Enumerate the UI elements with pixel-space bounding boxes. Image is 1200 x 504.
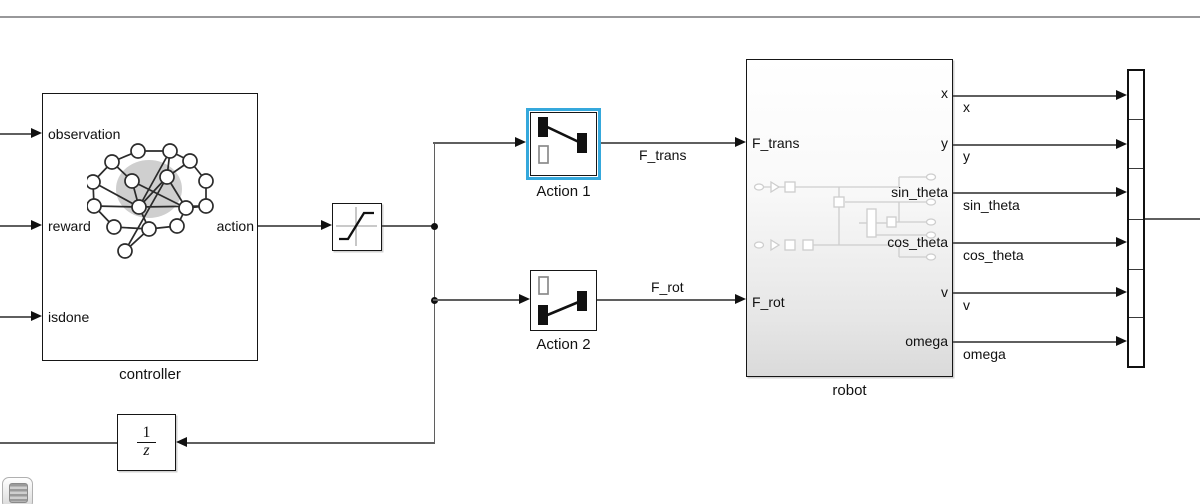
robot-block[interactable]	[746, 59, 953, 377]
robot-port-v: v	[941, 284, 948, 300]
unit-delay-block[interactable]: 1 z	[117, 414, 176, 471]
signal-label-y[interactable]: y	[963, 148, 970, 164]
robot-port-sin-theta: sin_theta	[891, 184, 948, 200]
unit-delay-numerator: 1	[142, 424, 151, 442]
wire-delay-out[interactable]	[0, 442, 117, 444]
robot-port-cos-theta: cos_theta	[887, 234, 948, 250]
wire-v[interactable]	[953, 292, 1117, 294]
saturation-icon	[336, 207, 377, 246]
arrowhead	[1116, 187, 1127, 197]
signal-label-cos-theta[interactable]: cos_theta	[963, 247, 1024, 263]
arrowhead	[31, 220, 42, 230]
controller-block[interactable]	[42, 93, 258, 361]
mux-divider	[1129, 119, 1143, 121]
manual-switch-up-icon	[538, 117, 587, 164]
port-label-action: action	[216, 218, 254, 234]
wire-x[interactable]	[953, 95, 1117, 97]
wire-f-rot[interactable]	[597, 299, 736, 301]
arrowhead	[515, 137, 526, 147]
wire-omega[interactable]	[953, 341, 1117, 343]
saturation-block[interactable]	[332, 203, 382, 251]
arrowhead	[1116, 287, 1127, 297]
action2-block[interactable]	[530, 270, 597, 331]
content-badge-icon[interactable]	[2, 477, 33, 504]
wire-action[interactable]	[258, 225, 323, 227]
mux-divider	[1129, 168, 1143, 170]
wire-observation[interactable]	[0, 133, 33, 135]
robot-port-f-rot: F_rot	[752, 294, 785, 310]
port-label-reward: reward	[48, 218, 91, 234]
arrowhead	[31, 311, 42, 321]
signal-label-x[interactable]: x	[963, 99, 970, 115]
port-label-isdone: isdone	[48, 309, 90, 325]
wire-isdone[interactable]	[0, 316, 33, 318]
wire-saturation-out[interactable]	[382, 225, 435, 227]
signal-label-f-rot[interactable]: F_rot	[651, 279, 684, 295]
unit-delay-icon: 1 z	[118, 415, 175, 470]
wire-feedback[interactable]	[187, 442, 435, 444]
robot-port-y: y	[941, 135, 948, 151]
mux-divider	[1129, 269, 1143, 271]
arrowhead	[519, 294, 530, 304]
signal-label-sin-theta[interactable]: sin_theta	[963, 197, 1020, 213]
arrowhead	[1116, 237, 1127, 247]
mux-divider	[1129, 219, 1143, 221]
arrowhead	[735, 137, 746, 147]
branch-point	[431, 222, 438, 230]
wire-mux-out[interactable]	[1145, 218, 1200, 220]
brain-icon	[87, 143, 214, 259]
port-label-observation: observation	[48, 126, 121, 142]
action2-name[interactable]: Action 2	[536, 336, 591, 353]
wire-reward[interactable]	[0, 225, 33, 227]
wire-branch-vertical[interactable]	[433, 143, 435, 443]
arrowhead	[31, 128, 42, 138]
action1-block[interactable]	[530, 112, 597, 176]
arrowhead	[1116, 90, 1127, 100]
signal-label-v[interactable]: v	[963, 297, 970, 313]
manual-switch-down-icon	[538, 276, 587, 325]
arrowhead	[735, 294, 746, 304]
wire-sin-theta[interactable]	[953, 192, 1117, 194]
signal-label-f-trans[interactable]: F_trans	[639, 147, 687, 163]
arrowhead	[1116, 139, 1127, 149]
arrowhead	[321, 220, 332, 230]
unit-delay-denominator: z	[137, 442, 156, 460]
robot-port-x: x	[941, 85, 948, 101]
toolbar-separator	[0, 16, 1200, 18]
robot-port-omega: omega	[905, 333, 948, 349]
action1-name[interactable]: Action 1	[536, 183, 591, 200]
stack-icon	[9, 483, 28, 503]
wire-f-trans[interactable]	[601, 142, 736, 144]
wire-to-action2[interactable]	[433, 299, 520, 301]
subsystem-preview-icon	[753, 173, 937, 261]
wire-cos-theta[interactable]	[953, 242, 1117, 244]
signal-label-omega[interactable]: omega	[963, 346, 1006, 362]
mux-block[interactable]	[1127, 69, 1145, 368]
arrowhead	[1116, 336, 1127, 346]
wire-y[interactable]	[953, 144, 1117, 146]
controller-name[interactable]: controller	[119, 366, 181, 383]
mux-divider	[1129, 317, 1143, 319]
robot-port-f-trans: F_trans	[752, 135, 800, 151]
wire-to-action1[interactable]	[433, 142, 516, 144]
arrowhead	[176, 437, 187, 447]
robot-name[interactable]: robot	[832, 382, 867, 399]
